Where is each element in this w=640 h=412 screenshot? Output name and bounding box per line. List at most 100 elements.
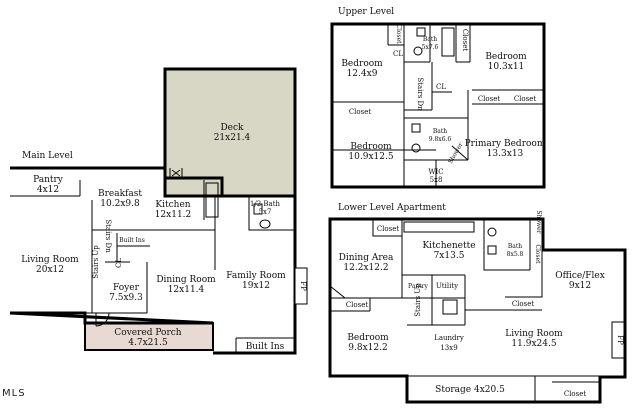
kitchenette-label: Kitchenette	[422, 241, 475, 251]
upper-closet-b: Closet	[514, 95, 537, 103]
upper-bedroom2-label: Bedroom	[485, 52, 527, 62]
upper-bedroom2-dim: 10.3x11	[488, 62, 525, 72]
built-ins-label: Built Ins	[246, 342, 285, 352]
deck-dim: 21x21.4	[214, 133, 251, 143]
lower-closet3: Closet	[512, 300, 535, 308]
lower-fireplace	[611, 321, 625, 359]
main-level-heading: Main Level	[22, 151, 73, 161]
lower-toilet	[487, 227, 497, 237]
upper-closet-v2: Closet	[461, 29, 469, 52]
lower-closet4: Closet	[564, 390, 587, 398]
lower-closet1: Closet	[377, 225, 400, 233]
porch-dim: 4.7x21.5	[128, 338, 168, 348]
office-label: Office/Flex	[555, 271, 605, 281]
kitchen-counter	[205, 182, 219, 218]
family-room-label: Family Room	[226, 271, 286, 281]
upper-bath2-label: Bath	[433, 128, 447, 135]
kitchen-dim: 12x11.2	[155, 210, 192, 220]
kitchen-label: Kitchen	[155, 200, 190, 210]
laundry-label: Laundry	[434, 334, 464, 342]
covered-porch-area	[84, 322, 214, 351]
upper-toilet-2	[411, 143, 421, 153]
kitchenette-dim: 7x13.5	[434, 251, 465, 261]
fireplace-label: FP	[299, 281, 307, 291]
lower-level-outline	[328, 217, 627, 404]
deck-label: Deck	[220, 123, 244, 133]
lower-living-label: Living Room	[505, 329, 563, 339]
lower-living-dim: 11.9x24.5	[511, 339, 556, 349]
closet-cl-label: CL	[115, 258, 123, 268]
upper-stairs-dn: Stairs Dn	[416, 77, 424, 111]
lower-shower-label: Shower	[535, 210, 542, 233]
upper-cl2-label: CL	[436, 83, 446, 91]
upper-bath2-dim: 9.8x6.6	[429, 136, 452, 143]
porch-label: Covered Porch	[114, 328, 181, 338]
pantry-label: Pantry	[33, 175, 64, 185]
upper-level-outline	[330, 22, 546, 189]
upper-bath-label: Bath	[423, 36, 437, 43]
dining-room-label: Dining Room	[156, 275, 216, 285]
laundry-dim: 13x9	[440, 344, 457, 352]
toilet-fixture	[259, 219, 271, 229]
breakfast-label: Breakfast	[98, 189, 142, 199]
lower-bedroom-label: Bedroom	[347, 333, 389, 343]
front-door	[95, 312, 110, 327]
lower-sink	[487, 245, 497, 255]
upper-sink-2	[411, 123, 421, 133]
upper-bedroom3-label: Bedroom	[350, 142, 392, 152]
washer	[442, 299, 458, 315]
built-ins-small-label: Built Ins	[119, 237, 145, 244]
upper-bath-dim: 5x7.6	[422, 44, 439, 51]
upper-cl-label: CL	[393, 50, 403, 58]
dining-room-dim: 12x11.4	[168, 285, 205, 295]
upper-sink	[416, 27, 426, 37]
upper-closet-v1: Closet	[395, 24, 402, 44]
family-room-dim: 19x12	[242, 281, 270, 291]
upper-closet-a: Closet	[478, 95, 501, 103]
lower-fireplace-label: FP	[616, 335, 624, 345]
living-room-label: Living Room	[21, 255, 79, 265]
upper-level-heading: Upper Level	[338, 7, 394, 17]
stairs-up-label: Stairs Up	[92, 245, 100, 279]
lower-bath-label: Bath	[508, 243, 522, 250]
mls-watermark: MLS	[2, 388, 26, 399]
breakfast-dim: 10.2x9.8	[100, 199, 140, 209]
lower-closet2: Closet	[346, 301, 369, 309]
half-bath-dim: 5x7	[259, 208, 272, 216]
primary-bedroom-label: Primary Bedroom	[465, 139, 546, 149]
stairs-dn-label: Stairs Dn	[104, 219, 112, 253]
bathtub	[441, 27, 455, 57]
lower-interior-walls	[330, 219, 600, 402]
upper-closet-c: Closet	[349, 108, 372, 116]
lower-utility: Utility	[436, 282, 458, 290]
upper-bedroom1-dim: 12.4x9	[347, 69, 378, 79]
kitchenette-counter	[403, 221, 475, 233]
main-level-plan	[9, 67, 308, 355]
wic-dim: 5x8	[430, 176, 443, 184]
sink-fixture	[253, 203, 263, 215]
foyer-label: Foyer	[113, 283, 140, 293]
lower-bedroom-dim: 9.8x12.2	[348, 343, 387, 353]
living-room-dim: 20x12	[36, 265, 64, 275]
foyer-dim: 7.5x9.3	[109, 293, 143, 303]
lower-level-heading: Lower Level Apartment	[338, 203, 446, 213]
storage-label: Storage 4x20.5	[435, 385, 505, 395]
lower-dining-label: Dining Area	[339, 253, 394, 263]
lower-bath-dim: 8x5.8	[507, 251, 524, 258]
office-dim: 9x12	[569, 281, 591, 291]
lower-door	[329, 285, 346, 299]
lower-dining-dim: 12.2x12.2	[343, 263, 388, 273]
fireplace	[294, 267, 308, 305]
upper-bedroom3-dim: 10.9x12.5	[348, 152, 393, 162]
lower-stairs-up: Stairs Up	[414, 283, 422, 317]
upper-toilet	[413, 46, 423, 56]
lower-closet-v: Closet	[534, 244, 541, 264]
upper-shower-label: Shower	[447, 141, 465, 165]
main-interior-walls	[10, 168, 295, 353]
pantry-dim: 4x12	[37, 185, 59, 195]
deck-area	[163, 67, 297, 198]
upper-level-plan	[330, 22, 546, 189]
